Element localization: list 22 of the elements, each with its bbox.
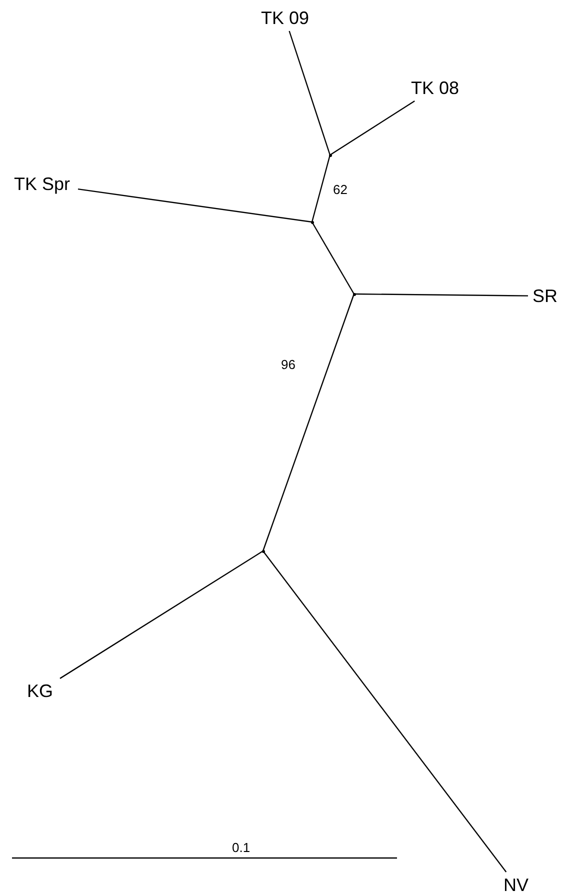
branch-node: [328, 154, 332, 156]
taxon-label: NV: [500, 874, 532, 896]
taxon-label: TK 09: [258, 7, 312, 29]
branch-line: [330, 100, 415, 156]
branch-line: [354, 293, 528, 296]
branch-line: [60, 550, 264, 679]
taxon-label: TK Spr: [8, 173, 76, 195]
branch-line: [262, 294, 355, 552]
branch-node: [352, 292, 356, 296]
branch-node: [310, 220, 314, 224]
branch-line: [262, 550, 507, 872]
branch-line: [78, 188, 312, 223]
taxon-label: SR: [530, 285, 560, 307]
taxon-label: TK 08: [408, 77, 462, 99]
bootstrap-value: 62: [332, 182, 348, 197]
branch-line: [311, 222, 355, 294]
taxon-label: KG: [22, 680, 58, 702]
bootstrap-value: 96: [280, 357, 296, 372]
scale-label: 0.1: [232, 840, 250, 855]
branch-line: [311, 154, 331, 222]
branch-line: [288, 30, 331, 156]
branch-node: [262, 550, 264, 552]
